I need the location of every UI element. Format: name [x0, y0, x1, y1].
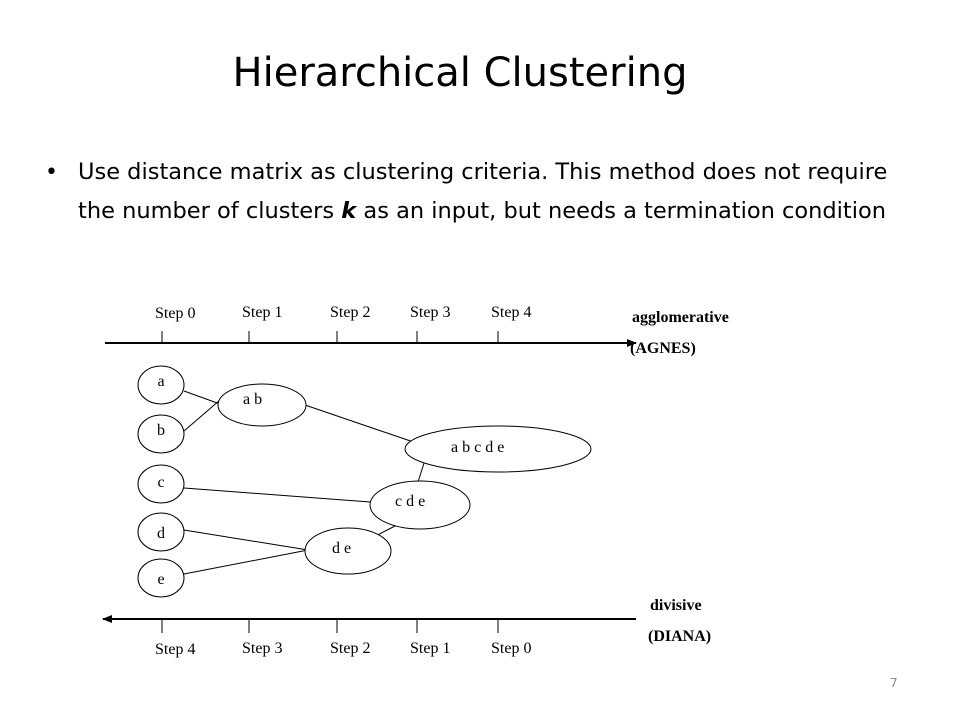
- cluster-node-cde-label: c d e: [395, 493, 425, 510]
- leaf-node-e: e: [137, 558, 185, 598]
- slide-title: Hierarchical Clustering: [232, 50, 688, 96]
- cluster-node-ab-shape: [217, 383, 307, 427]
- leaf-node-a-label: a: [157, 373, 164, 390]
- leaf-nodes: a b c d e: [137, 365, 185, 598]
- cluster-node-abcde-label: a b c d e: [451, 439, 504, 456]
- leaf-node-c-label: c: [157, 474, 164, 491]
- leaf-node-d-label: d: [157, 525, 165, 542]
- cluster-node-ab-label: a b: [243, 391, 262, 408]
- cluster-node-de: d e: [304, 527, 392, 575]
- bottom-step-label: Step 4: [155, 641, 195, 658]
- leaf-node-b-shape: [137, 414, 185, 454]
- bullet-text: Use distance matrix as clustering criter…: [78, 153, 905, 231]
- edge-ab-abcde: [304, 404, 429, 448]
- leaf-node-c-shape: [137, 464, 185, 504]
- bottom-step-label: Step 2: [330, 640, 370, 657]
- leaf-node-e-label: e: [157, 571, 164, 588]
- connector-lines: [183, 390, 429, 575]
- diana-label: (DIANA): [648, 628, 711, 645]
- leaf-node-e-shape: [137, 558, 185, 598]
- cluster-node-cde-shape: [369, 480, 471, 530]
- cluster-node-ab: a b: [217, 383, 307, 427]
- bottom-step-label: Step 3: [242, 640, 282, 657]
- edge-c-cde: [183, 487, 371, 503]
- cluster-node-de-label: d e: [332, 540, 351, 557]
- leaf-node-d-shape: [137, 512, 185, 552]
- top-step-label: Step 2: [330, 304, 370, 321]
- leaf-node-b-label: b: [157, 422, 165, 439]
- agglomerative-axis: Step 0 Step 1 Step 2 Step 3 Step 4 agglo…: [105, 304, 729, 357]
- bullet-marker: •: [45, 160, 58, 185]
- bullet-text-part-2: as an input, but needs a termination con…: [356, 198, 887, 224]
- cluster-nodes: a b a b c d e c d e d e: [217, 383, 592, 575]
- leaf-node-a-shape: [137, 365, 185, 405]
- edge-a-ab: [183, 390, 221, 405]
- page-number: 7: [890, 676, 898, 690]
- bottom-step-label: Step 1: [410, 640, 450, 657]
- edge-cde-abcde: [417, 459, 426, 483]
- edge-b-ab: [183, 399, 221, 432]
- agnes-label: (AGNES): [630, 340, 696, 357]
- agglomerative-label: agglomerative: [632, 309, 729, 326]
- top-step-label: Step 0: [155, 305, 195, 322]
- bullet-point: • Use distance matrix as clustering crit…: [45, 153, 905, 231]
- bullet-emphasis-k: k: [341, 198, 357, 224]
- bottom-step-label: Step 0: [491, 640, 531, 657]
- edge-d-de: [183, 529, 309, 551]
- edge-e-de: [183, 549, 309, 575]
- cluster-node-abcde: a b c d e: [404, 425, 592, 473]
- cluster-node-abcde-shape: [404, 425, 592, 473]
- cluster-node-de-shape: [304, 527, 392, 575]
- leaf-node-b: b: [137, 414, 185, 454]
- top-step-label: Step 1: [242, 304, 282, 321]
- top-step-label: Step 3: [410, 304, 450, 321]
- divisive-label: divisive: [650, 597, 702, 614]
- top-step-label: Step 4: [491, 304, 531, 321]
- leaf-node-c: c: [137, 464, 185, 504]
- cluster-node-cde: c d e: [369, 480, 471, 530]
- leaf-node-a: a: [137, 365, 185, 405]
- bullet-text-part-1: Use distance matrix as clustering criter…: [78, 159, 888, 224]
- divisive-axis: Step 4 Step 3 Step 2 Step 1 Step 0 divis…: [102, 597, 711, 658]
- leaf-node-d: d: [137, 512, 185, 552]
